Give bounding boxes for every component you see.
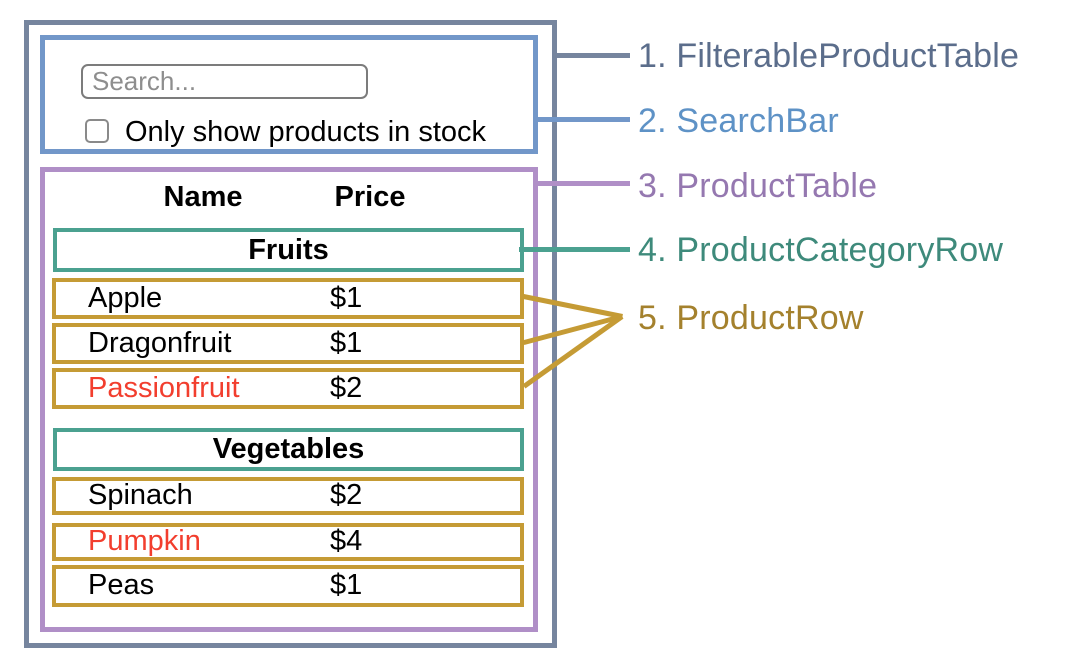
product-row-spinach: Spinach $2 bbox=[52, 477, 524, 515]
in-stock-checkbox-label: Only show products in stock bbox=[125, 116, 487, 148]
legend-label-search-bar: 2. SearchBar bbox=[638, 102, 839, 140]
product-price: $2 bbox=[330, 478, 363, 511]
connector-line-filterable-product-table bbox=[552, 53, 630, 58]
product-row-passionfruit: Passionfruit $2 bbox=[52, 368, 524, 409]
product-row-dragonfruit: Dragonfruit $1 bbox=[52, 323, 524, 364]
category-label: Fruits bbox=[248, 233, 329, 266]
product-row-peas: Peas $1 bbox=[52, 565, 524, 607]
product-name: Dragonfruit bbox=[88, 326, 232, 359]
legend-label-product-table: 3. ProductTable bbox=[638, 167, 878, 205]
product-price: $1 bbox=[330, 568, 363, 601]
product-name: Apple bbox=[88, 281, 163, 314]
category-label: Vegetables bbox=[212, 433, 365, 465]
legend-label-product-category-row: 4. ProductCategoryRow bbox=[638, 231, 1004, 269]
column-header-name: Name bbox=[163, 181, 243, 213]
product-price: $1 bbox=[330, 281, 363, 314]
product-price: $1 bbox=[330, 326, 363, 359]
in-stock-checkbox[interactable] bbox=[85, 119, 109, 143]
connector-line-product-category-row bbox=[519, 247, 630, 252]
category-row-fruits: Fruits bbox=[53, 228, 524, 272]
connector-line-product-table bbox=[533, 181, 630, 186]
filterable-product-table-box: Only show products in stock Name Price F… bbox=[24, 20, 557, 648]
search-input[interactable] bbox=[81, 64, 368, 99]
product-table-box: Name Price Fruits Apple $1 Dragonfruit $… bbox=[40, 167, 538, 632]
connector-line-search-bar bbox=[533, 117, 630, 122]
column-header-price: Price bbox=[334, 181, 406, 213]
product-name: Spinach bbox=[88, 478, 193, 511]
product-name: Peas bbox=[88, 568, 155, 601]
legend-label-filterable-product-table: 1. FilterableProductTable bbox=[638, 37, 1020, 75]
category-row-vegetables: Vegetables bbox=[53, 428, 524, 471]
legend-label-product-row: 5. ProductRow bbox=[638, 299, 864, 337]
product-row-apple: Apple $1 bbox=[52, 278, 524, 319]
product-price: $4 bbox=[330, 524, 363, 557]
product-price: $2 bbox=[330, 371, 363, 404]
product-name: Passionfruit bbox=[88, 371, 240, 404]
search-bar-box: Only show products in stock bbox=[40, 35, 538, 154]
product-name: Pumpkin bbox=[88, 524, 201, 557]
product-row-pumpkin: Pumpkin $4 bbox=[52, 523, 524, 561]
